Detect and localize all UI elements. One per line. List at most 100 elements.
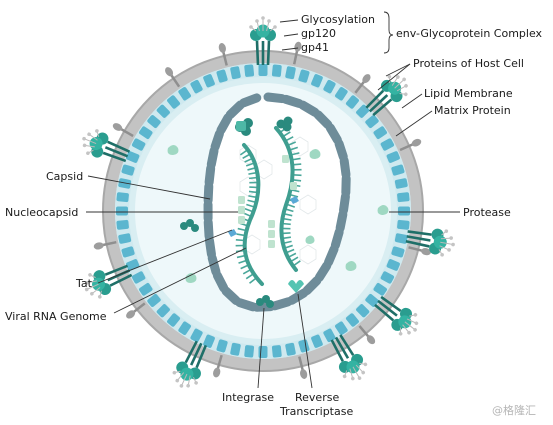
label-env-complex: env-Glycoprotein Complex [396,27,543,40]
capsid-segment [235,298,258,312]
matrix-protein-block [147,115,161,129]
label-nucleocapsid: Nucleocapsid [5,206,78,219]
glycoprotein-icon [84,264,133,299]
interior-proteins [167,116,389,308]
host-protein-icon [213,354,223,378]
matrix-protein-block [121,164,135,176]
matrix-protein-block [397,219,410,230]
matrix-protein-block [203,334,215,348]
matrix-protein-block [167,313,181,327]
reverse-transcriptase-icon [236,121,304,293]
matrix-protein-block [139,283,153,296]
glycoprotein-icon [365,74,408,117]
matrix-protein-block [335,321,348,335]
matrix-protein-block [116,192,129,203]
label-protease: Protease [463,206,511,219]
matrix-protein-block [380,138,395,151]
matrix-protein-block [116,206,128,216]
matrix-protein-block [356,104,370,118]
protease-icon [167,145,389,283]
matrix-protein-block [335,87,348,101]
matrix-protein-block [147,293,161,307]
label-viral-rna: Viral RNA Genome [5,310,107,323]
label-matrix-protein: Matrix Protein [434,104,511,117]
matrix-protein-block [386,259,400,271]
matrix-protein-block [118,233,132,244]
host-protein-icon [218,43,228,66]
matrix-protein-block [285,342,296,356]
matrix-protein-block [126,151,140,163]
matrix-protein-block [397,192,410,203]
capsid-segment [210,129,224,152]
capsid-segment [203,181,214,205]
capsid-segment [225,100,245,120]
viral-rna-genome [235,126,302,286]
matrix-protein-block [244,64,255,77]
capsid-segment [281,94,304,109]
matrix-protein-block [258,346,268,358]
capsid-segment [221,286,241,306]
capsid-shell [203,92,351,312]
label-tat: Tat [75,277,93,290]
capsid-segment [335,209,348,233]
capsid-segment [287,288,309,305]
matrix-protein-block [216,69,228,83]
label-host-proteins: Proteins of Host Cell [413,57,524,70]
matrix-protein-block [244,345,255,358]
capsid-segment [263,92,287,104]
matrix-protein-layer [116,64,410,358]
matrix-protein-block [311,74,323,88]
matrix-protein-block [116,219,129,230]
matrix-protein-block [156,304,170,318]
matrix-protein-block [356,304,370,318]
glycoprotein-icon [82,129,131,163]
host-protein-icon [93,240,117,250]
capsid-segment [204,164,216,187]
label-gp41: gp41 [301,41,329,54]
capsid [203,92,351,312]
matrix-protein-block [345,313,359,327]
matrix-protein-block [258,64,268,76]
matrix-protein-block [178,321,191,335]
leader-lines [86,11,460,389]
matrix-protein-block [178,87,191,101]
env-glycoprotein-spikes [82,16,455,388]
nucleocapsid-proteins [238,155,297,248]
host-protein-icon [358,325,376,345]
label-reverse-1: Reverse [295,391,339,404]
matrix-protein-block [230,342,241,356]
capsid-segment [314,261,332,283]
matrix-protein-block [156,104,170,118]
glycoprotein-icon [330,334,368,381]
capsid-segment [324,244,339,267]
matrix-protein-block [323,328,336,343]
matrix-protein-block [190,79,203,94]
host-protein-icon [112,123,134,138]
capsid-segment [216,113,233,135]
matrix-protein-block [298,339,310,353]
matrix-protein-block [271,345,282,358]
matrix-protein-block [121,246,135,258]
matrix-protein-block [298,69,310,83]
matrix-protein-block [391,164,405,176]
capsid-segment [302,276,322,296]
matrix-protein-block [131,138,146,151]
rna-strand-right [274,126,298,272]
capsid-segment [207,253,221,277]
capsid-segment [334,139,348,162]
host-protein-icon [126,302,146,319]
matrix-protein-block [380,271,395,284]
label-capsid: Capsid [46,170,83,183]
label-reverse-2: Transcriptase [279,405,353,418]
watermark: @格隆汇 [492,403,536,417]
capsid-segment [206,146,219,170]
matrix-protein-block [167,95,181,109]
capsid-segment [239,93,262,108]
matrix-protein-block [373,126,387,139]
matrix-protein-block [345,95,359,109]
capsid-segment [212,270,229,293]
capsid-segment [339,192,350,215]
matrix-protein-block [216,339,228,353]
matrix-protein-block [398,206,410,216]
